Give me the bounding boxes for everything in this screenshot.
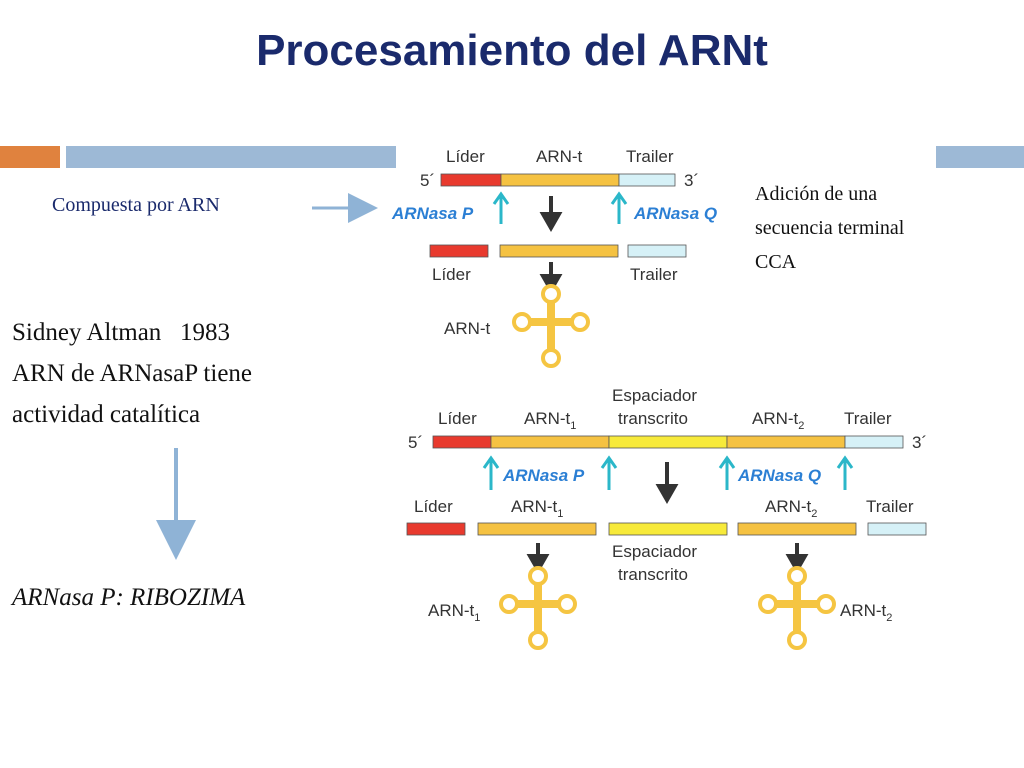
bottom-three-prime: 3´ [912, 433, 927, 452]
accent-bar-blue-left [66, 146, 396, 168]
ribozima-label: ARNasa P: RIBOZIMA [12, 584, 246, 611]
bottom-arnt2-fragment [737, 522, 857, 536]
altman-line-1: Sidney Altman 1983 [12, 319, 231, 346]
bottom-lider-segment [432, 435, 492, 449]
adicion-note: Adición de una secuencia terminal CCA [755, 177, 1015, 279]
top-three-prime: 3´ [684, 171, 699, 190]
bottom-trailer-segment [844, 435, 904, 449]
altman-note: Sidney Altman 1983 ARN de ARNasaP tiene … [12, 312, 252, 435]
bottom-espaciador-label-2: Espaciador [612, 542, 697, 561]
bottom-arnt1-final-label: ARN-t1 [428, 601, 480, 624]
top-down-arrow-2 [539, 262, 563, 295]
bottom-trailer-label-2: Trailer [866, 497, 914, 516]
bottom-arnt2-segment [726, 435, 846, 449]
top-rnasa-q-cut-arrow [610, 191, 628, 224]
top-trailer-segment [618, 173, 676, 187]
bottom-down-arrow-left [526, 543, 550, 575]
bottom-espaciador-label: Espaciador [612, 386, 697, 405]
bottom-down-arrow-right [785, 543, 809, 575]
top-arnt-fragment [499, 244, 619, 258]
bottom-rnasa-p-cut-arrow-1 [482, 455, 500, 490]
bottom-rnasa-q-cut-arrow-1 [718, 455, 736, 490]
top-trailer-label: Trailer [626, 147, 674, 166]
bottom-trailer-fragment [867, 522, 927, 536]
bottom-rnasa-q-label: ARNasa Q [737, 466, 821, 485]
top-arnt-final-label: ARN-t [444, 319, 491, 338]
adicion-line-1: Adición de una [755, 183, 878, 205]
bottom-trna2-cloverleaf [760, 568, 834, 648]
bottom-arnt1-segment [490, 435, 610, 449]
bottom-transcrito-label-2: transcrito [618, 565, 688, 584]
top-lider-fragment [429, 244, 489, 258]
adicion-line-2: secuencia terminal [755, 217, 905, 239]
bottom-lider-fragment [406, 522, 466, 536]
top-rnasa-p-label: ARNasa P [391, 204, 474, 223]
bottom-spacer-segment [608, 435, 728, 449]
accent-bar-blue-right [936, 146, 1024, 168]
bottom-trna1-cloverleaf [501, 568, 575, 648]
bottom-trailer-label: Trailer [844, 409, 892, 428]
top-arnt-segment [500, 173, 620, 187]
adicion-line-3: CCA [755, 251, 797, 273]
bottom-arnt1-label-2: ARN-t1 [511, 497, 563, 520]
bottom-arnt1-label: ARN-t1 [524, 409, 576, 432]
bottom-lider-label: Líder [438, 409, 477, 428]
bottom-lider-label-2: Líder [414, 497, 453, 516]
top-trailer-label-2: Trailer [630, 265, 678, 284]
altman-line-3: actividad catalítica [12, 401, 201, 428]
bottom-arnt2-label: ARN-t2 [752, 409, 804, 432]
top-lider-label: Líder [446, 147, 485, 166]
top-rnasa-p-cut-arrow [492, 191, 510, 224]
bottom-rnasa-p-label: ARNasa P [502, 466, 585, 485]
bottom-arnt2-final-label: ARN-t2 [840, 601, 892, 624]
altman-line-2: ARN de ARNasaP tiene [12, 360, 253, 387]
top-rnasa-q-label: ARNasa Q [633, 204, 717, 223]
bottom-down-arrow-center [655, 462, 679, 505]
top-five-prime: 5´ [420, 171, 435, 190]
bottom-transcrito-label: transcrito [618, 409, 688, 428]
bottom-spacer-fragment [608, 522, 728, 536]
top-lider-label-2: Líder [432, 265, 471, 284]
accent-bar-orange [0, 146, 60, 168]
bottom-rnasa-q-cut-arrow-2 [836, 455, 854, 490]
top-down-arrow-1 [539, 196, 563, 233]
top-arnt-label: ARN-t [536, 147, 583, 166]
bottom-rnasa-p-cut-arrow-2 [600, 455, 618, 490]
bottom-five-prime: 5´ [408, 433, 423, 452]
bottom-arnt1-fragment [477, 522, 597, 536]
slide-title: Procesamiento del ARNt [256, 26, 768, 75]
top-trna-cloverleaf [514, 286, 588, 366]
top-trailer-fragment [627, 244, 687, 258]
bottom-arnt2-label-2: ARN-t2 [765, 497, 817, 520]
top-lider-segment [440, 173, 502, 187]
compuesta-label: Compuesta por ARN [52, 194, 220, 216]
